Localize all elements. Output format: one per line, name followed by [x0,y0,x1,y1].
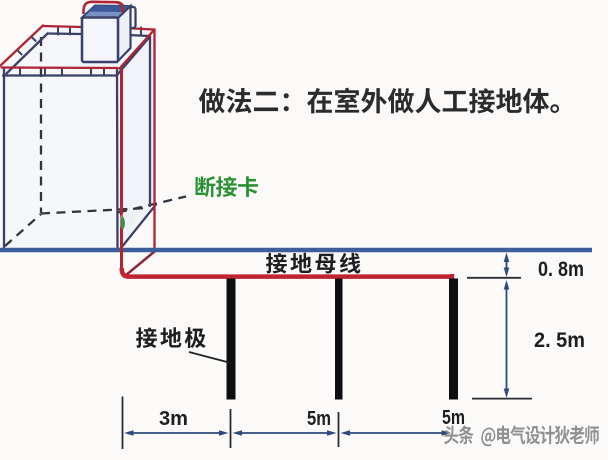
svg-text:5m: 5m [307,407,331,430]
svg-text:5m: 5m [442,406,465,429]
svg-text:3m: 3m [159,407,188,430]
svg-text:2. 5m: 2. 5m [534,329,585,352]
svg-text:0. 8m: 0. 8m [538,258,584,281]
